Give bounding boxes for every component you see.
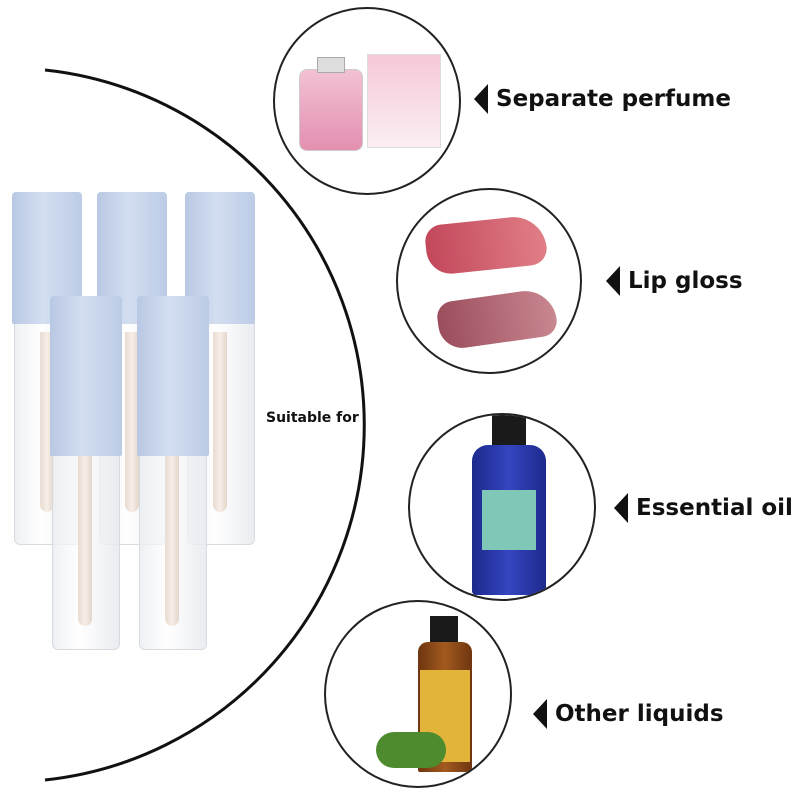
lip-gloss-tube [50, 296, 122, 650]
essential-oil-image [408, 413, 596, 601]
lip-gloss-tube [137, 296, 209, 650]
pointer-triangle-icon [606, 266, 620, 296]
use-label-perfume: Separate perfume [474, 84, 731, 114]
pointer-triangle-icon [533, 699, 547, 729]
pointer-triangle-icon [474, 84, 488, 114]
pointer-triangle-icon [614, 493, 628, 523]
lip-gloss-swatch-image [396, 188, 582, 374]
use-label-lip-gloss: Lip gloss [606, 266, 743, 296]
other-liquids-image [324, 600, 512, 788]
suitable-for-label: Suitable for [266, 410, 359, 426]
use-label-other-liquids: Other liquids [533, 699, 724, 729]
perfume-image [273, 7, 461, 195]
use-label-essential-oil: Essential oil [614, 493, 793, 523]
